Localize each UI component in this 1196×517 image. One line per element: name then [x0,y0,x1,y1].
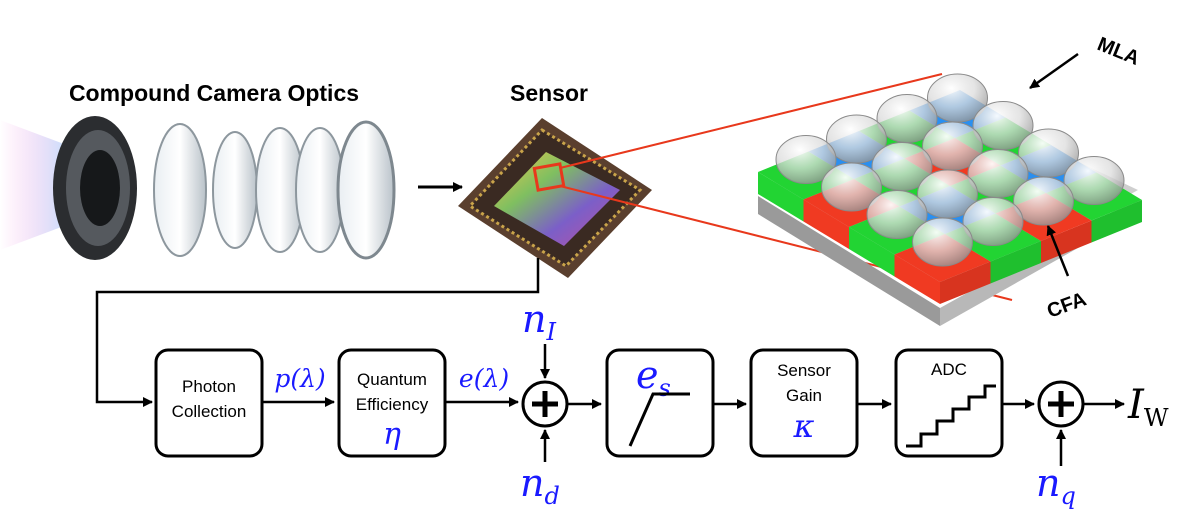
n-q-symbol: nq [1036,461,1076,510]
adc-label: ADC [931,360,967,379]
microlens-dome [821,162,882,212]
microlens-dome [1013,176,1074,226]
mla-pointer-arrow [1029,52,1079,90]
n-d-symbol: nd [520,461,560,510]
microlens-dome [962,197,1024,246]
cfa-side-tile [758,172,804,222]
n-I-sub: I [545,318,556,346]
sensor-title: Sensor [510,80,588,106]
quantum-efficiency-eta: η [383,417,401,452]
cfa-label: CFA [1044,288,1089,322]
mla-label: MLA [1094,33,1142,70]
microlens-dome [866,190,928,239]
saturation-block [605,348,715,458]
microlens-dome [775,135,837,184]
cfa-side-tile [1091,200,1142,243]
photon-collection-label-line2: Collection [172,402,247,421]
cfa-side-tile [803,199,849,249]
pixel-array-illustration [758,73,1142,326]
quantum-efficiency-label-line2: Efficiency [356,395,429,414]
optics-title: Compound Camera Optics [69,80,359,106]
n-I-base: n [522,297,546,341]
n-q-sub: q [1060,482,1075,510]
sensor-chip-illustration [458,118,652,278]
saturation-base: e [636,353,659,397]
compound-optics-illustration [0,116,396,260]
sensor-to-pipeline-connector [95,258,540,407]
output-sub: W [1144,404,1169,432]
cfa-side-tile [990,241,1041,284]
microlens-dome [1063,156,1125,205]
cfa-side-tile [849,227,895,277]
sensor-gain-kappa: κ [793,407,815,445]
sensor-gain-label-line1: Sensor [777,361,831,380]
adc-staircase [906,384,996,448]
saturation-sub: s [659,374,671,402]
photon-collection-label-line1: Photon [182,377,236,396]
saturation-curve [628,392,690,447]
p-lambda-symbol: p(λ) [274,364,325,393]
sensor-gain-label-line2: Gain [786,386,822,405]
n-q-base: n [1036,461,1060,505]
n-d-sub: d [544,482,559,510]
zoom-line-top [559,73,943,169]
cfa-side-tile [940,261,991,304]
cfa-side-tile [894,254,940,304]
n-I-symbol: nI [522,297,556,346]
cfa-side-tile [1041,220,1092,263]
output-base: I [1127,382,1145,428]
cfa-pointer-arrow [1046,225,1070,277]
n-d-base: n [520,461,544,505]
microlens-dome [912,217,973,267]
e-lambda-symbol: e(λ) [459,364,509,393]
output-symbol: IW [1127,382,1169,432]
quantum-efficiency-label-line1: Quantum [357,370,427,389]
